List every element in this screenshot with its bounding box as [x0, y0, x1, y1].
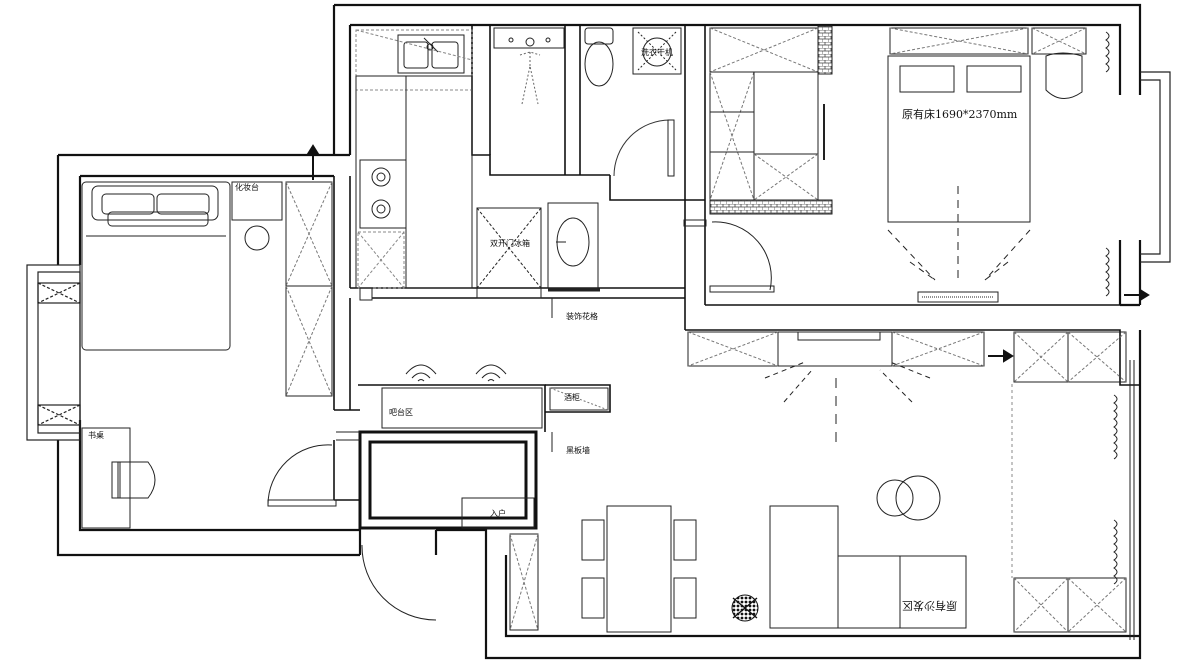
right-balcony — [1140, 71, 1171, 263]
original-bed-label: 原有床1690*2370mm — [902, 108, 1018, 121]
sofa-label: 原有沙发区 — [902, 599, 957, 612]
direction-arrows — [306, 144, 1150, 363]
exterior-walls — [56, 3, 1142, 660]
bedroom-left — [81, 181, 337, 529]
vanity-label: 化妆台 — [235, 183, 259, 192]
arrow-up-icon — [306, 144, 320, 180]
wine-cabinet-label: 酒柜 — [564, 393, 580, 402]
interior-walls — [333, 25, 1140, 501]
plant-icon — [731, 594, 759, 622]
living-area — [336, 288, 1135, 640]
left-balcony — [26, 264, 81, 441]
bar-area-label: 吧台区 — [389, 408, 413, 417]
partition-wall-label: 黑板墙 — [566, 446, 590, 455]
kitchen — [355, 29, 473, 301]
deco-grille-label: 装饰花格 — [566, 312, 598, 321]
fridge-label: 双开门冰箱 — [490, 239, 530, 248]
desk-label: 书桌 — [88, 431, 104, 440]
wash-dryer-label: 洗衣干机 — [641, 48, 673, 57]
arrow-right-icon — [988, 349, 1014, 363]
bathroom — [476, 27, 682, 299]
arrow-right-icon — [1124, 288, 1150, 302]
bedroom-right — [683, 25, 1110, 303]
entrance-label: 入户 — [490, 509, 506, 518]
